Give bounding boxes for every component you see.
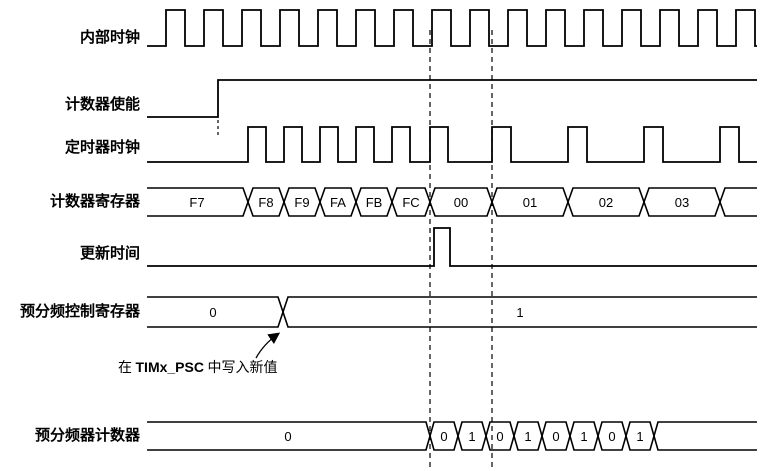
- row-prescaler-counter: 预分频器计数器 0 0 1 0 1 0 1 0 1: [35, 421, 757, 451]
- prescaler-control-label: 预分频控制寄存器: [20, 302, 141, 320]
- counter-value: 00: [454, 195, 468, 210]
- update-event-label: 更新时间: [80, 244, 140, 262]
- prescaler-counter-value: 1: [580, 429, 587, 444]
- prescaler-control-bus-top: [147, 296, 757, 328]
- counter-value: 03: [675, 195, 689, 210]
- internal-clock-waveform: [147, 9, 757, 47]
- row-internal-clock: 内部时钟: [80, 9, 757, 47]
- prescaler-counter-value: 1: [468, 429, 475, 444]
- row-counter-register: 计数器寄存器 F7 F8 F9 FA FB FC 00 01 02 03: [50, 187, 757, 217]
- update-event-waveform: [147, 227, 757, 267]
- prescaler-control-value: 1: [516, 305, 523, 320]
- internal-clock-label: 内部时钟: [80, 28, 140, 46]
- counter-value: FB: [366, 195, 383, 210]
- row-prescaler-control: 预分频控制寄存器 0 1: [20, 296, 757, 328]
- prescaler-control-value: 0: [209, 305, 216, 320]
- timer-clock-waveform: [147, 126, 757, 163]
- prescaler-counter-value: 0: [608, 429, 615, 444]
- prescaler-counter-value: 1: [524, 429, 531, 444]
- counter-value: F7: [189, 195, 204, 210]
- prescaler-control-bus-bottom: [147, 296, 757, 328]
- row-counter-enable: 计数器使能: [65, 79, 757, 137]
- counter-register-label: 计数器寄存器: [50, 192, 141, 210]
- counter-value: 01: [523, 195, 537, 210]
- annotation-text: 在 TIMx_PSC 中写入新值: [118, 359, 277, 376]
- prescaler-counter-value: 0: [284, 429, 291, 444]
- counter-enable-label: 计数器使能: [65, 95, 140, 113]
- counter-value: F8: [258, 195, 273, 210]
- counter-register-bus-bottom: [147, 187, 757, 217]
- row-update-event: 更新时间: [80, 227, 757, 267]
- prescaler-counter-value: 0: [552, 429, 559, 444]
- prescaler-counter-label: 预分频器计数器: [35, 426, 141, 444]
- prescaler-counter-bus-bottom: [147, 421, 757, 451]
- counter-value: F9: [294, 195, 309, 210]
- prescaler-counter-value: 1: [636, 429, 643, 444]
- annotation-arrow: [255, 332, 281, 359]
- timer-clock-label: 定时器时钟: [65, 138, 140, 156]
- annotation-write-new-value: 在 TIMx_PSC 中写入新值: [118, 332, 281, 376]
- prescaler-counter-bus-top: [147, 421, 757, 451]
- counter-value: FC: [402, 195, 419, 210]
- row-timer-clock: 定时器时钟: [65, 126, 757, 163]
- counter-enable-waveform: [147, 79, 757, 118]
- prescaler-counter-value: 0: [496, 429, 503, 444]
- counter-register-bus-top: [147, 187, 757, 217]
- prescaler-counter-value: 0: [440, 429, 447, 444]
- counter-value: 02: [599, 195, 613, 210]
- counter-value: FA: [330, 195, 346, 210]
